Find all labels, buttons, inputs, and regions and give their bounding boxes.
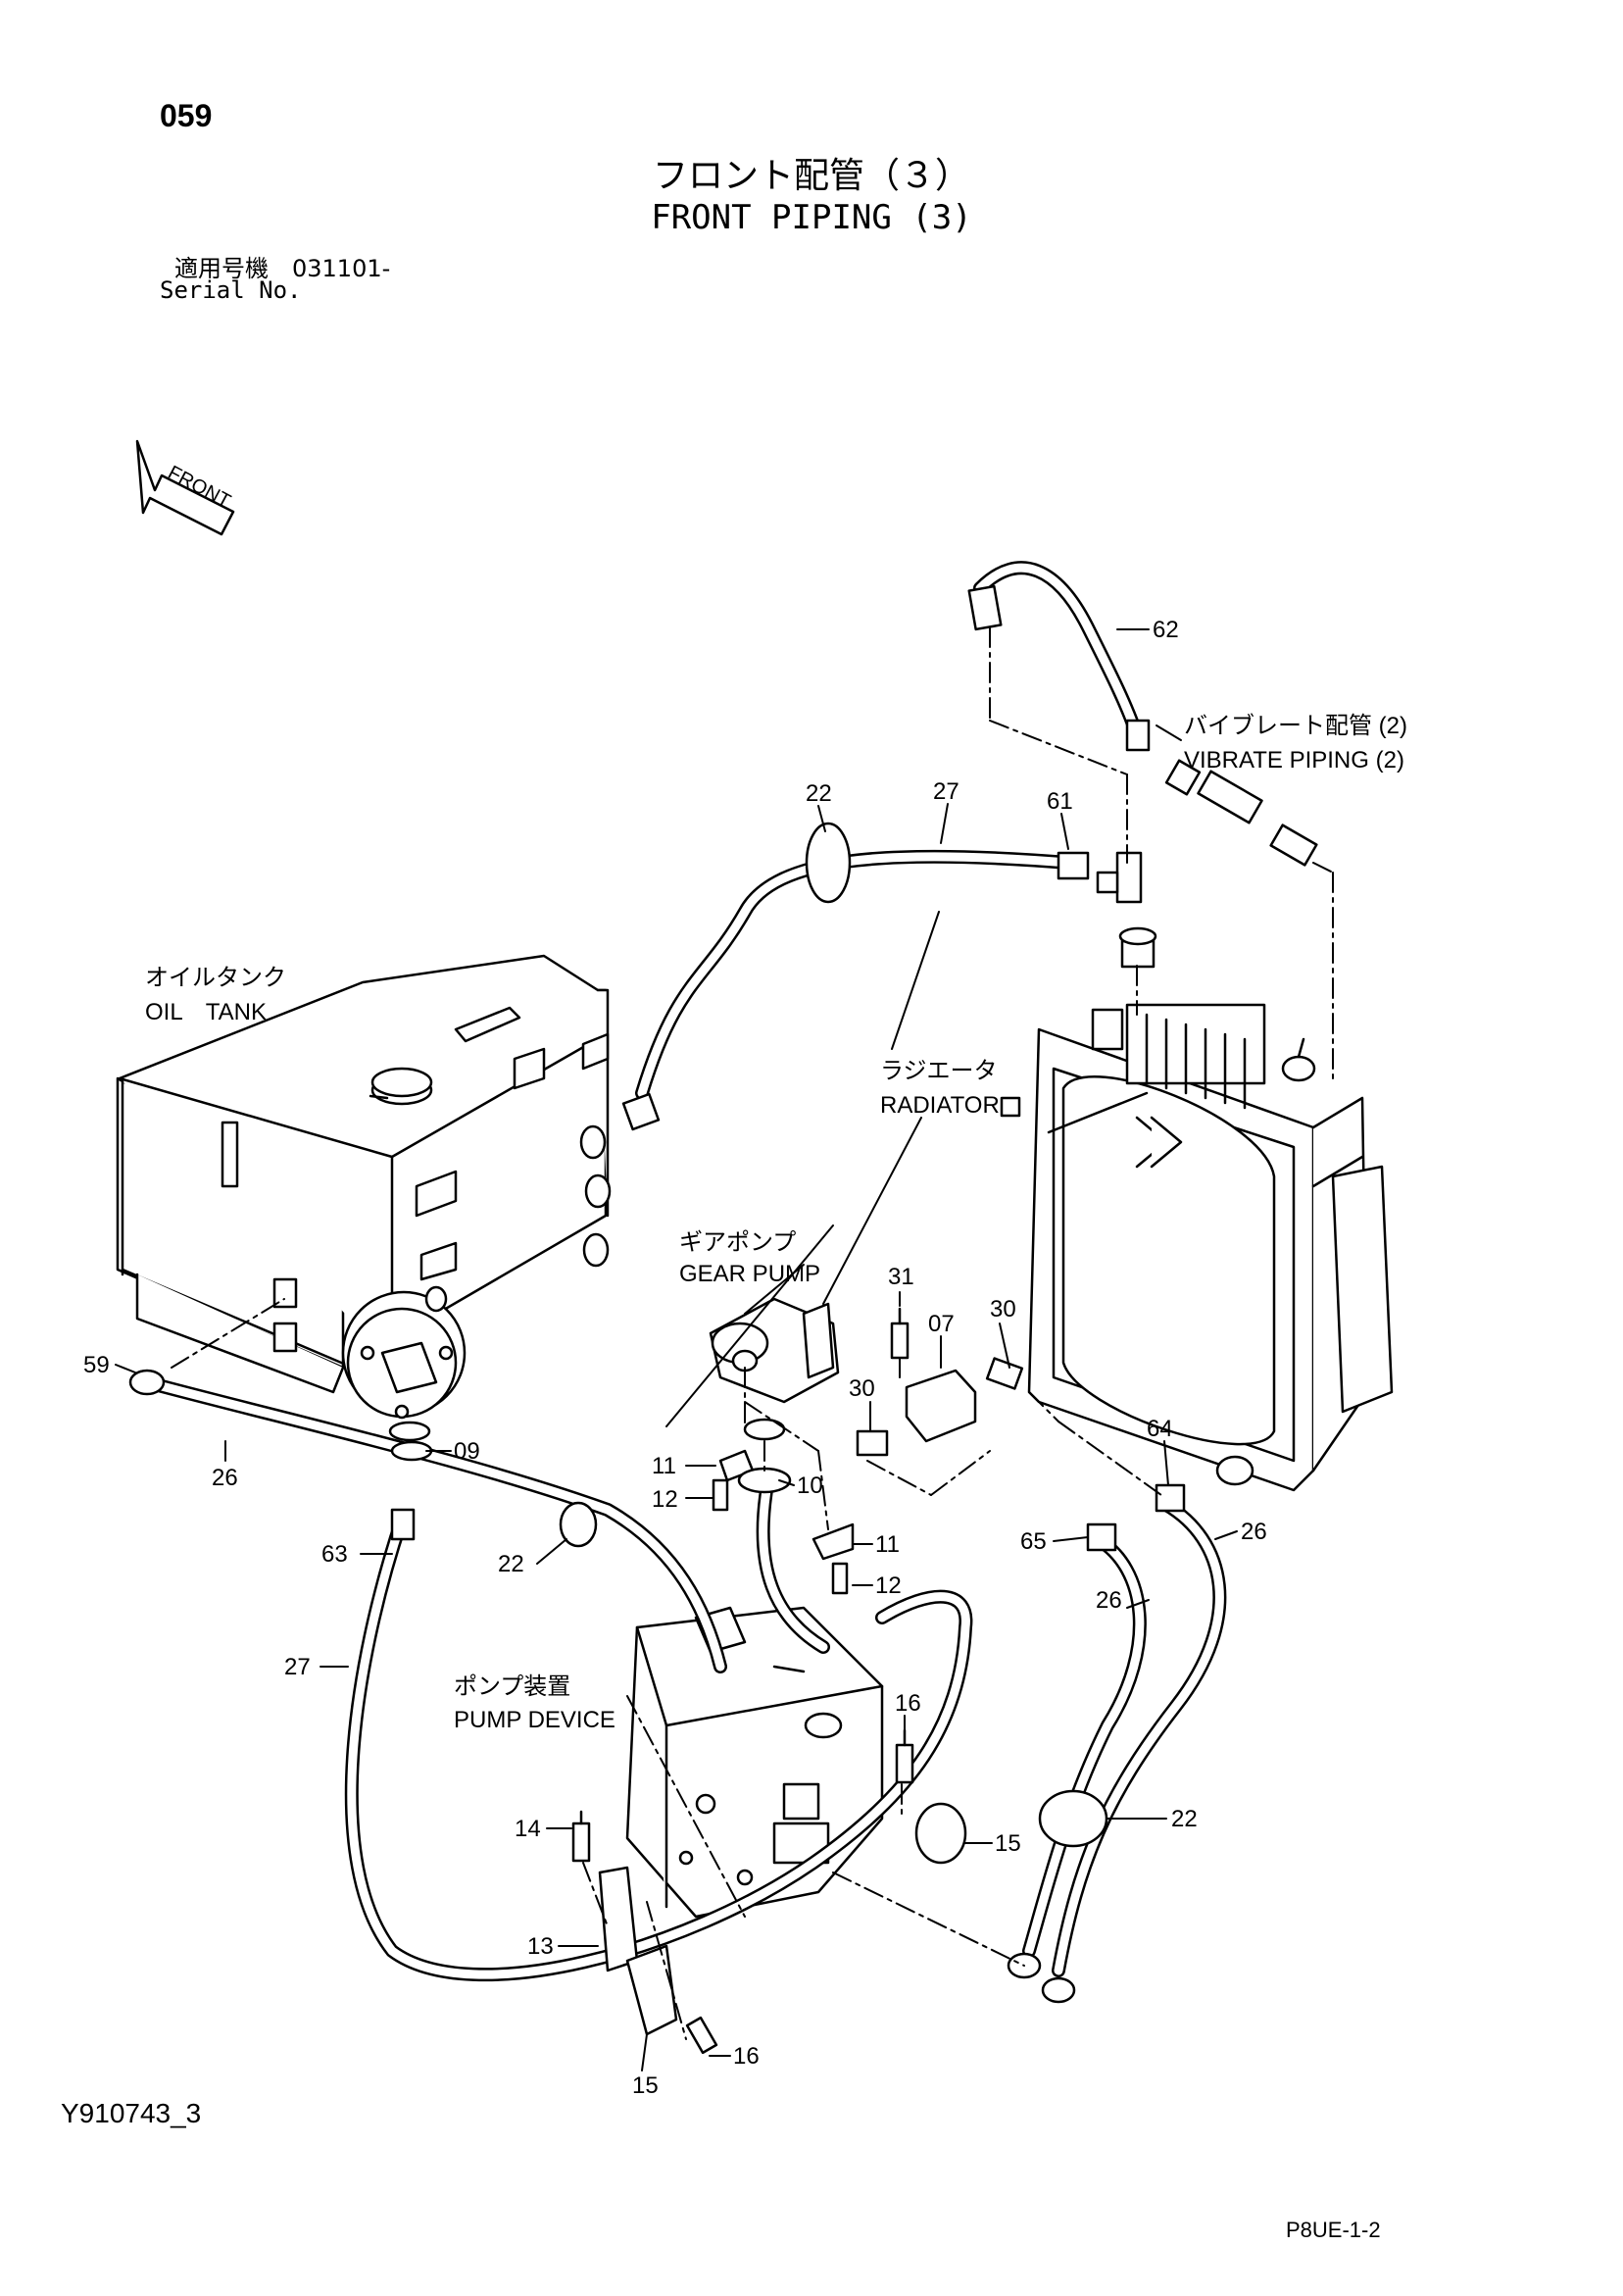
- vibrate-piping-label-ja: バイブレート配管 (2): [1184, 713, 1407, 739]
- fittings: [128, 584, 1318, 2055]
- callout-31: 31: [888, 1264, 914, 1290]
- radiator: [1000, 1003, 1394, 1492]
- callout-61: 61: [1047, 788, 1073, 815]
- page-title-english: FRONT PIPING (3): [651, 198, 972, 237]
- callout-12-left: 12: [652, 1486, 678, 1513]
- leader-lines: [115, 628, 1238, 2071]
- vibrate-piping-label-en: VIBRATE PIPING (2): [1184, 747, 1404, 774]
- callout-10: 10: [797, 1472, 823, 1499]
- callout-numbers: 62 22 27 61 59 09 26 31 07 30 30 11 10 1…: [83, 617, 1267, 2099]
- oil-tank-label-ja: オイルタンク: [145, 965, 286, 991]
- drawing-code: Y910743_3: [61, 2098, 202, 2128]
- callout-07: 07: [928, 1311, 955, 1337]
- callout-64: 64: [1147, 1416, 1173, 1442]
- oil-tank: [116, 954, 612, 1442]
- sheet-code: P8UE-1-2: [1286, 2218, 1381, 2242]
- serial-label-japanese: 適用号機 031101-: [174, 255, 391, 282]
- pump-device-label-ja: ポンプ装置: [454, 1673, 570, 1700]
- serial-label-english: Serial No.: [160, 276, 302, 304]
- radiator-label-en: RADIATOR: [880, 1092, 1000, 1119]
- pump-device-label-en: PUMP DEVICE: [454, 1707, 615, 1733]
- callout-15-right: 15: [995, 1830, 1021, 1857]
- callout-13: 13: [527, 1933, 554, 1960]
- center-lines: [171, 626, 1334, 2040]
- callout-15-bottom: 15: [632, 2072, 659, 2099]
- callout-65: 65: [1020, 1528, 1047, 1555]
- callout-16-bottom: 16: [733, 2043, 760, 2070]
- callout-09: 09: [454, 1438, 480, 1465]
- callout-22-mid: 22: [498, 1551, 524, 1577]
- callout-12-right: 12: [875, 1572, 902, 1599]
- callout-22-bottom: 22: [1171, 1806, 1198, 1832]
- callout-22-top: 22: [806, 780, 832, 807]
- callout-27-left: 27: [284, 1654, 311, 1680]
- pump-device: [625, 1606, 884, 1919]
- callout-59: 59: [83, 1352, 110, 1378]
- callout-27-top: 27: [933, 778, 959, 805]
- callout-26-mid: 26: [1096, 1587, 1122, 1614]
- gear-pump-label-ja: ギアポンプ: [679, 1229, 796, 1256]
- gear-pump: [709, 1297, 840, 1404]
- callout-11-left: 11: [652, 1453, 676, 1479]
- page-title-japanese: フロント配管（３）: [652, 156, 970, 196]
- callout-26-left: 26: [212, 1465, 238, 1491]
- page-number: 059: [160, 98, 213, 133]
- component-labels: オイルタンク OIL TANK ラジエータ RADIATOR ギアポンプ GEA…: [145, 713, 1407, 1733]
- callout-11-right: 11: [875, 1531, 900, 1558]
- hoses: [140, 561, 1227, 1982]
- front-arrow-icon: FRONT: [135, 439, 235, 536]
- callout-26-right: 26: [1241, 1519, 1267, 1545]
- callout-30-right: 30: [990, 1296, 1016, 1323]
- gear-pump-label-en: GEAR PUMP: [679, 1261, 820, 1287]
- callout-30-left: 30: [849, 1375, 875, 1402]
- oil-tank-label-en: OIL TANK: [145, 999, 267, 1025]
- callout-63: 63: [321, 1541, 348, 1568]
- callout-62: 62: [1153, 617, 1179, 643]
- callout-14: 14: [515, 1816, 541, 1842]
- callout-16-top: 16: [895, 1690, 921, 1717]
- radiator-label-ja: ラジエータ: [880, 1058, 998, 1084]
